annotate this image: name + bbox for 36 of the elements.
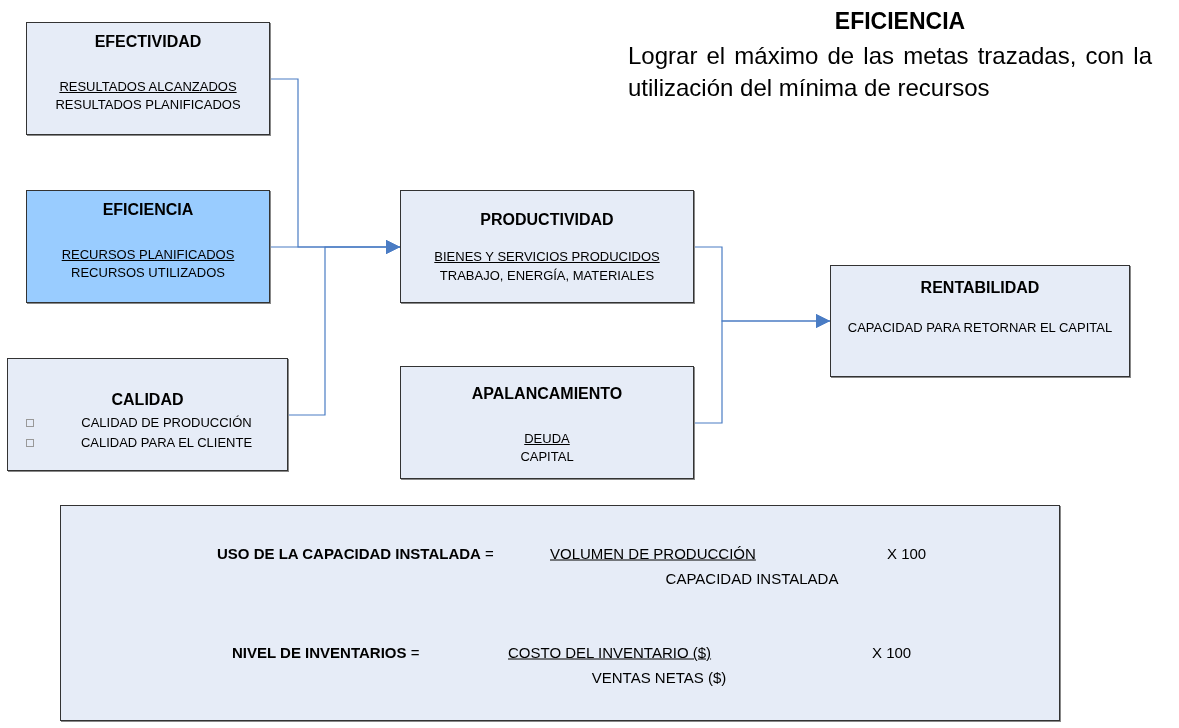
title: EFICIENCIA	[833, 8, 967, 35]
formula-text: VENTAS NETAS ($)	[591, 668, 727, 686]
box-text: CALIDAD DE PRODUCCIÓN	[81, 415, 252, 430]
box-heading: RENTABILIDAD	[920, 279, 1040, 296]
process-box	[7, 358, 288, 471]
box-text: RECURSOS UTILIZADOS	[71, 265, 225, 280]
box-heading: PRODUCTIVIDAD	[480, 211, 614, 228]
box-text: RECURSOS PLANIFICADOS	[61, 247, 235, 262]
box-text: TRABAJO, ENERGÍA, MATERIALES	[439, 268, 655, 283]
formula-text: CAPACIDAD INSTALADA	[665, 569, 839, 587]
process-box	[400, 190, 694, 303]
formula-text: USO DE LA CAPACIDAD INSTALADA =	[217, 544, 494, 562]
box-heading: EFECTIVIDAD	[94, 33, 202, 50]
connector-arrow	[693, 314, 831, 424]
box-text: CAPACIDAD PARA RETORNAR EL CAPITAL	[847, 320, 1113, 335]
connector-arrow	[287, 240, 401, 416]
box-text: BIENES Y SERVICIOS PRODUCIDOS	[434, 249, 660, 264]
box-text: CALIDAD PARA EL CLIENTE	[80, 435, 253, 450]
description-text: Lograr el máximo de las metas trazadas, con la utilización del mínima de recursos	[628, 41, 1152, 103]
process-box	[26, 22, 270, 135]
formula-text: X 100	[887, 544, 927, 562]
box-text: RESULTADOS ALCANZADOS	[59, 79, 237, 94]
box-heading: CALIDAD	[111, 391, 184, 408]
process-box	[26, 190, 270, 303]
process-box	[830, 265, 1130, 377]
box-heading: EFICIENCIA	[102, 201, 194, 218]
formula-text: NIVEL DE INVENTARIOS =	[232, 643, 420, 661]
box-text: DEUDA	[524, 431, 570, 446]
formula-text: X 100	[872, 643, 912, 661]
formula-text: COSTO DEL INVENTARIO ($)	[508, 643, 712, 661]
box-text: CAPITAL	[520, 449, 574, 464]
box-heading: APALANCAMIENTO	[471, 385, 623, 402]
box-text: RESULTADOS PLANIFICADOS	[55, 97, 241, 112]
process-box	[400, 366, 694, 479]
formula-text: VOLUMEN DE PRODUCCIÓN	[550, 544, 756, 562]
formula-panel	[60, 505, 1060, 721]
